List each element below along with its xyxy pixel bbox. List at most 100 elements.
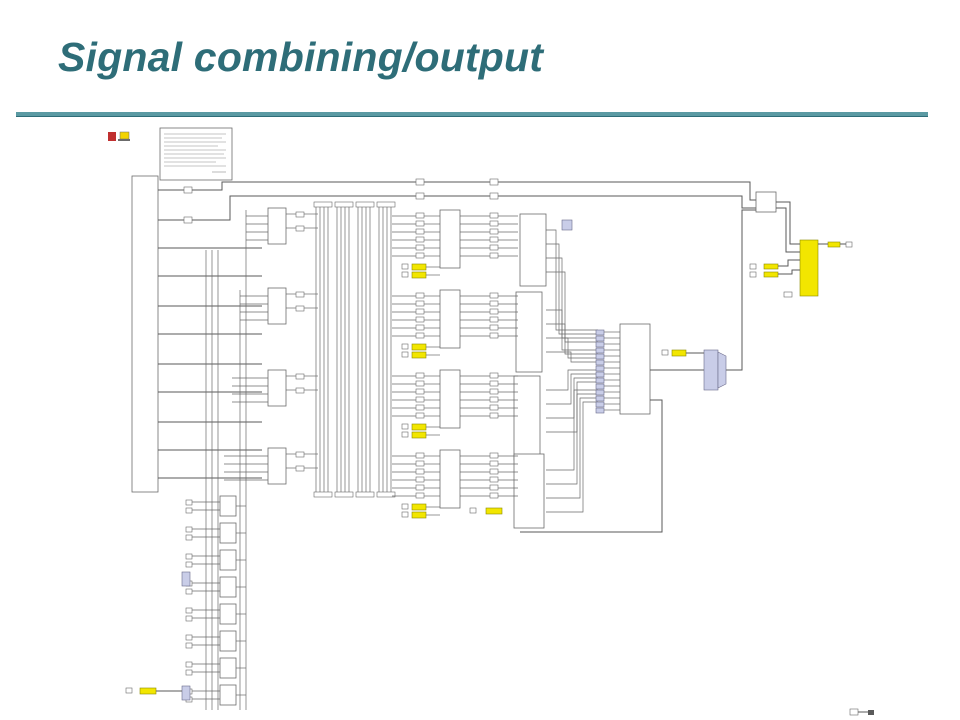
wire [546,401,598,513]
subsystem-block [219,657,237,679]
signal-tap [489,316,499,323]
subsystem-block [219,495,237,517]
channel-wiring [392,212,598,513]
signal-tap [415,460,425,467]
wire [546,243,598,335]
signal-tap [489,484,499,491]
signal-tap [489,412,499,419]
subsystem-block [219,549,237,571]
constant-block [401,343,409,350]
signal-tap [185,499,193,506]
gain-block [411,271,427,279]
gain-block [411,343,427,351]
signal-tap [489,228,499,235]
signal-tap [415,244,425,251]
wire [546,257,598,339]
signal-tap [415,316,425,323]
constant-block [125,687,133,694]
signal-tap [415,324,425,331]
gain-block [411,263,427,271]
annotation-note [159,127,233,181]
constant-block [401,263,409,270]
mux-port [595,329,605,336]
mux-port [595,359,605,366]
wire [546,373,598,405]
channel-group-3 [232,369,541,461]
signal-tap [489,300,499,307]
signal-tap [415,212,425,219]
channel-group-4 [224,447,545,529]
signal-tap [415,396,425,403]
constant-block [469,507,477,514]
mux-port [595,371,605,378]
mux-port [595,407,605,414]
gain-block [411,503,427,511]
subsystem-block [219,630,237,652]
signal-tap [489,460,499,467]
signal-tap [415,292,425,299]
output-section [650,191,853,371]
wire [546,397,598,499]
constant-block [401,431,409,438]
wire [546,389,598,471]
signal-tap [415,228,425,235]
signal-tap [185,607,193,614]
signal-tap [415,380,425,387]
combiner [520,219,663,533]
signal-tap [489,404,499,411]
wire [546,271,598,343]
signal-tap [489,452,499,459]
diagram-canvas: .w { stroke:#5a5a5a; stroke-width:1; fil… [108,127,874,716]
mux-port [595,389,605,396]
signal-tap [415,372,425,379]
signal-tap [489,476,499,483]
signal-tap [489,492,499,499]
signal-tap [185,661,193,668]
signal-tap [489,468,499,475]
signal-tap [185,534,193,541]
gain-block [411,351,427,359]
signal-tap [489,212,499,219]
wire [546,369,598,391]
signal-tap [415,220,425,227]
title-divider [16,112,928,117]
gain-block [139,687,157,695]
wire [546,351,598,363]
signal-bus [313,201,396,498]
slide-title: Signal combining/output [58,34,544,80]
signal-tap [415,412,425,419]
signal-tap [489,236,499,243]
wire [546,229,598,331]
signal-tap [415,308,425,315]
subsystem-block [219,684,237,706]
subsystem-block [219,522,237,544]
signal-tap [185,507,193,514]
signal-tap [415,404,425,411]
scale-marker [849,708,874,716]
wire [546,323,598,355]
signal-tap [415,388,425,395]
signal-tap [415,332,425,339]
signal-tap [489,308,499,315]
gain-block [411,423,427,431]
channel-group-2 [240,287,543,373]
mux-port [595,401,605,408]
constant-block [401,423,409,430]
signal-tap [185,526,193,533]
mux-port [595,341,605,348]
signal-tap [489,292,499,299]
gain-block [411,511,427,519]
output-mux [661,349,727,391]
signal-tap [489,396,499,403]
signal-tap [185,634,193,641]
signal-tap [185,642,193,649]
constant-block [401,511,409,518]
signal-tap [185,588,193,595]
wire [546,393,598,485]
signal-tap [415,484,425,491]
mux-port [595,353,605,360]
constant-block [401,271,409,278]
wire [546,381,598,433]
signal-tap [185,561,193,568]
wire [546,309,598,351]
